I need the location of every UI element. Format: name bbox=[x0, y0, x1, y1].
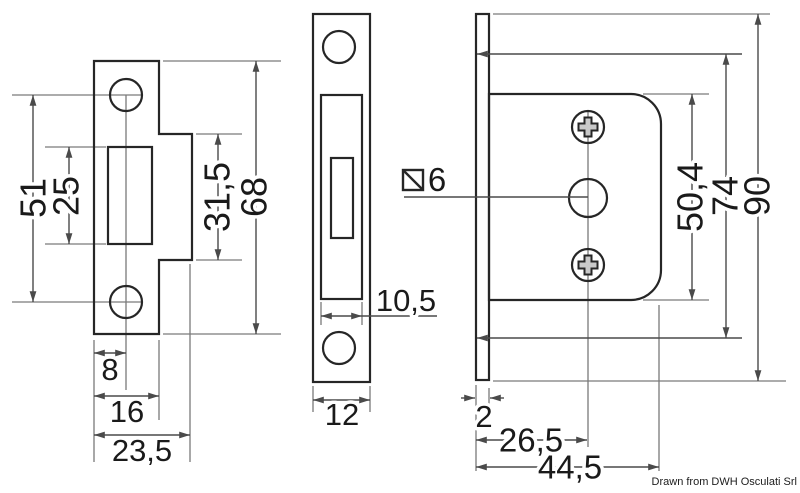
dim-68-label: 68 bbox=[234, 177, 275, 217]
spindle-hole bbox=[567, 177, 609, 219]
dim-26-5-label: 26,5 bbox=[499, 422, 563, 459]
screw-hole-bottom bbox=[108, 284, 144, 320]
square-section-symbol bbox=[401, 168, 425, 192]
screw-hole-top bbox=[108, 77, 144, 113]
side-hole-bottom bbox=[321, 330, 357, 366]
dim-8-label: 8 bbox=[101, 352, 118, 387]
strike-plate-front-view bbox=[92, 59, 194, 336]
latch-slot bbox=[106, 145, 154, 246]
dim-2-label: 2 bbox=[475, 399, 492, 434]
square-symbol-diagonal bbox=[402, 169, 424, 191]
side-hole-top bbox=[321, 29, 357, 65]
lock-body-outline bbox=[487, 92, 663, 302]
dimension-labels: 51 25 31,5 68 8 16 23,5 10,5 12 6 50,4 7… bbox=[9, 158, 781, 490]
extension-and-center-lines bbox=[12, 13, 786, 471]
dim-10-5-label: 10,5 bbox=[376, 283, 436, 318]
phillips-screw-icon bbox=[577, 116, 599, 138]
body-screw-bottom bbox=[570, 247, 606, 283]
body-screw-top bbox=[570, 109, 606, 145]
dim-square-6-label: 6 bbox=[428, 161, 446, 198]
square-symbol-icon bbox=[401, 168, 425, 192]
side-slot bbox=[329, 156, 355, 240]
dim-90-label: 90 bbox=[737, 176, 778, 216]
latch-side-view bbox=[311, 12, 372, 384]
dim-51-label: 51 bbox=[13, 178, 54, 218]
dim-12-label: 12 bbox=[325, 397, 359, 432]
dim-31-5-label: 31,5 bbox=[197, 162, 238, 232]
dim-74-label: 74 bbox=[705, 176, 746, 216]
drawing-credit: Drawn from DWH Osculati Srl bbox=[651, 476, 797, 488]
dim-23-5-label: 23,5 bbox=[112, 433, 172, 468]
dim-50-4-label: 50,4 bbox=[670, 162, 711, 232]
dim-44-5-label: 44,5 bbox=[538, 449, 602, 486]
dim-25-label: 25 bbox=[46, 176, 87, 216]
side-recess bbox=[319, 93, 364, 301]
side-view-outline bbox=[311, 12, 372, 384]
phillips-screw-icon bbox=[577, 254, 599, 276]
dim-16-label: 16 bbox=[110, 394, 144, 429]
dimension-lines bbox=[29, 14, 762, 471]
strike-plate-outline bbox=[92, 59, 194, 336]
